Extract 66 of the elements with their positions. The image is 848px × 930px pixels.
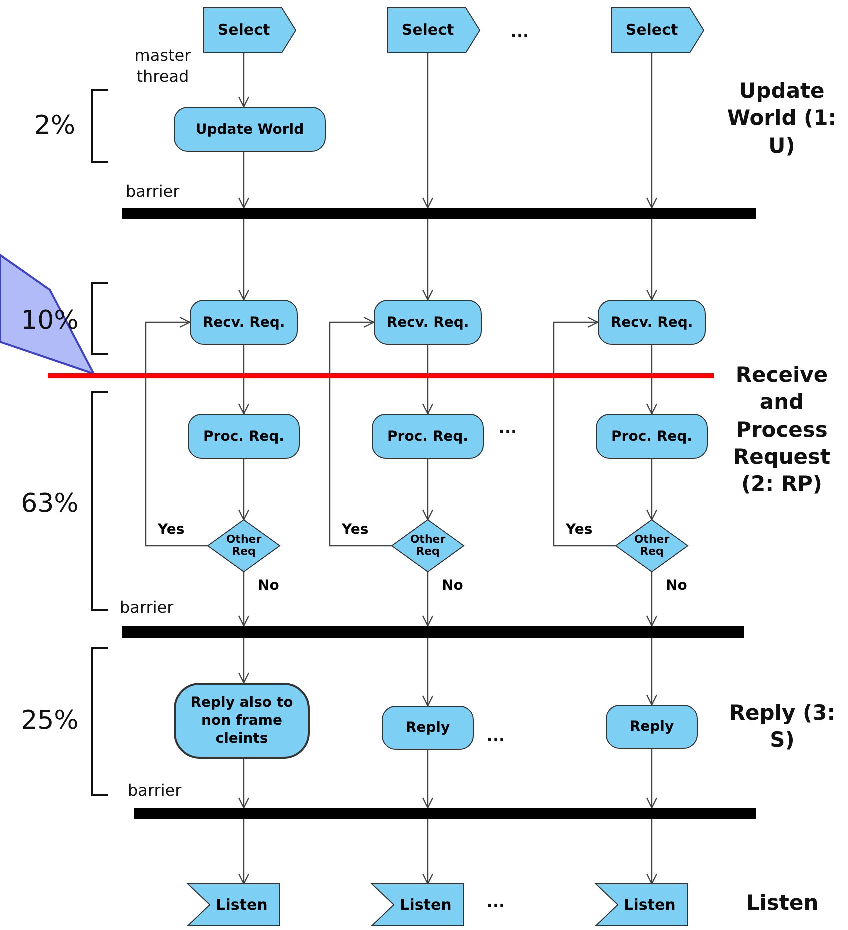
arrow — [238, 53, 250, 108]
activity-box: Recv. Req. — [374, 300, 482, 345]
send-signal-shape: Select — [388, 8, 480, 53]
note-text: barrier — [128, 781, 183, 802]
barrier-bar — [134, 808, 756, 819]
decision-diamond: Other Req — [616, 520, 688, 572]
percentage-label: 63% — [20, 488, 80, 521]
receive-signal-shape: Listen — [596, 884, 688, 926]
arrow — [646, 749, 658, 809]
decision-diamond: Other Req — [392, 520, 464, 572]
barrier-bar — [122, 626, 744, 638]
activity-box: Recv. Req. — [190, 300, 298, 345]
note-text: master thread — [134, 46, 192, 88]
arrow — [422, 819, 434, 885]
arrow — [646, 572, 658, 627]
arrow — [238, 819, 250, 885]
receive-signal-shape: Listen — [372, 884, 464, 926]
activity-box: Proc. Req. — [188, 414, 300, 459]
barrier-bar — [122, 208, 756, 219]
decision-diamond: Other Req — [208, 520, 280, 572]
arrow — [238, 459, 250, 521]
phase-title: Update World (1: U) — [726, 78, 838, 160]
arrow — [238, 759, 250, 809]
percentage-label: 10% — [20, 305, 80, 338]
activity-box: Proc. Req. — [596, 414, 708, 459]
percentage-label: 25% — [20, 705, 80, 738]
activity-box: Reply — [382, 706, 474, 750]
activity-box: Reply also to non frame cleints — [174, 683, 310, 759]
arrow — [422, 750, 434, 809]
arrow — [646, 345, 658, 415]
percentage-label: 2% — [33, 110, 77, 143]
activity-box: Reply — [606, 705, 698, 749]
arrow — [422, 459, 434, 521]
note-text: barrier — [126, 182, 181, 203]
arrow — [422, 219, 434, 301]
arrow — [422, 53, 434, 209]
arrow — [329, 316, 392, 547]
arrow — [646, 819, 658, 885]
arrow — [422, 345, 434, 415]
activity-box: Proc. Req. — [372, 414, 484, 459]
send-signal-shape: Select — [612, 8, 704, 53]
note-text: barrier — [120, 598, 175, 619]
arrow — [646, 53, 658, 209]
phase-title: Listen — [745, 890, 820, 917]
send-signal-shape: Select — [204, 8, 296, 53]
arrow — [646, 219, 658, 301]
note-text: ... — [498, 418, 518, 439]
phase-title: Reply (3: S) — [728, 700, 837, 754]
phase-title: Receive and Process Request (2: RP) — [732, 362, 832, 498]
arrow — [422, 572, 434, 627]
receive-signal-shape: Listen — [188, 884, 280, 926]
arrow — [422, 638, 434, 707]
arrow — [646, 459, 658, 521]
arrow — [553, 316, 616, 547]
arrow — [238, 345, 250, 415]
arrow — [646, 638, 658, 706]
note-text: ... — [486, 892, 506, 913]
activity-box: Update World — [174, 107, 326, 152]
arrow — [145, 316, 208, 547]
activity-box: Recv. Req. — [598, 300, 706, 345]
arrow — [238, 152, 250, 209]
note-text: ... — [510, 22, 530, 43]
arrow — [238, 638, 250, 684]
note-text: ... — [486, 726, 506, 747]
arrow — [238, 572, 250, 627]
arrow — [238, 219, 250, 301]
